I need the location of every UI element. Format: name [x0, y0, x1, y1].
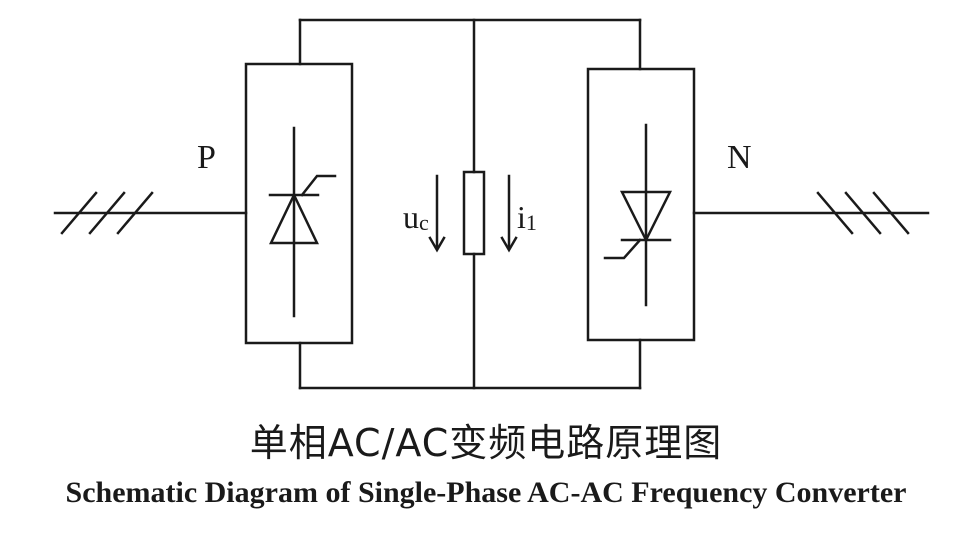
- circuit-diagram: P N uc i1: [53, 18, 930, 390]
- n-converter-box: [586, 67, 696, 342]
- current-arrow-icon: [500, 174, 518, 253]
- n-thyristor-icon: [603, 123, 673, 307]
- p-label: P: [197, 139, 216, 176]
- p-converter-box: [244, 62, 354, 345]
- load-resistor: [462, 170, 486, 256]
- n-label: N: [727, 139, 752, 176]
- right-three-phase-hash: [816, 191, 910, 235]
- english-caption: Schematic Diagram of Single-Phase AC-AC …: [65, 476, 907, 509]
- voltage-label: uc: [403, 199, 429, 235]
- chinese-caption: 单相AC/AC变频电路原理图: [249, 421, 723, 465]
- p-thyristor-icon: [268, 126, 337, 318]
- voltage-arrow-icon: [428, 174, 446, 253]
- current-label: i1: [517, 199, 537, 235]
- left-three-phase-hash: [60, 191, 154, 235]
